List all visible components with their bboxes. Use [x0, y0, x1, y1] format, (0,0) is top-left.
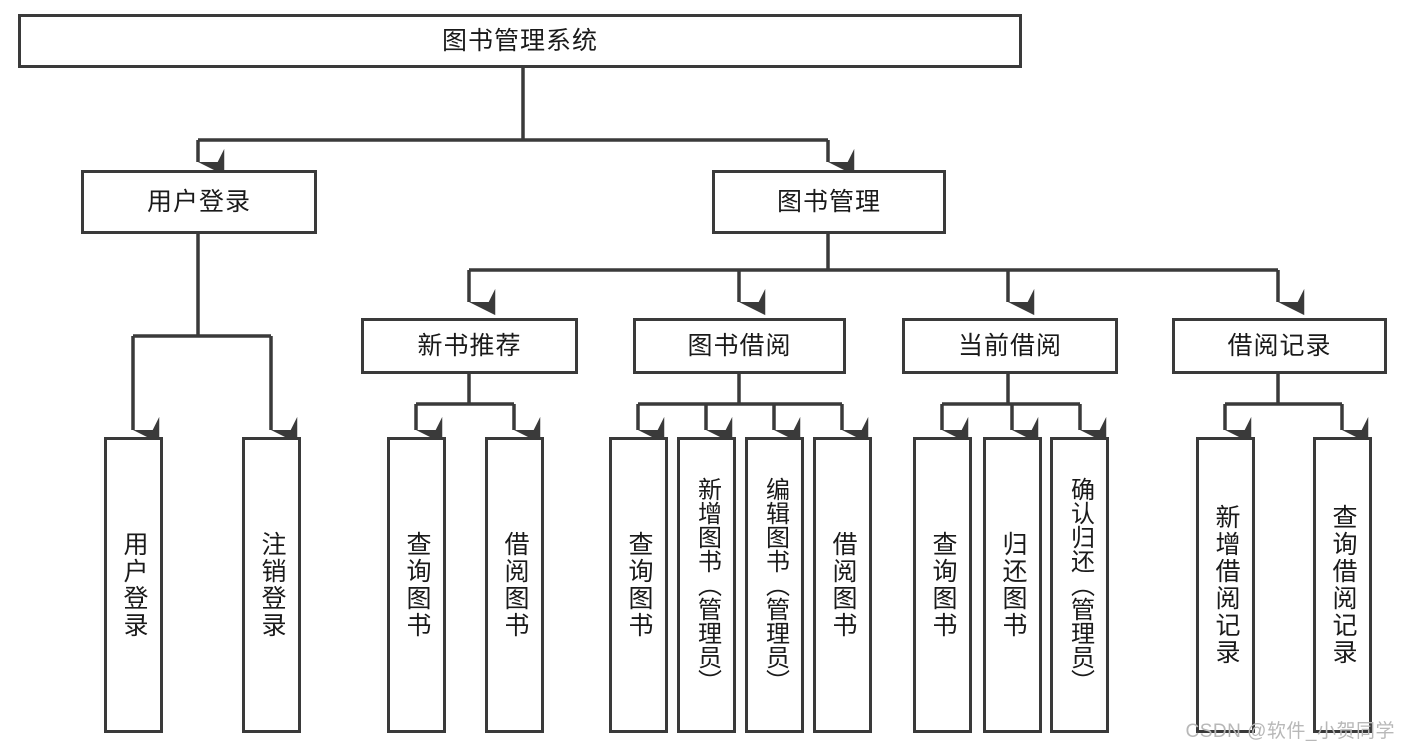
leaf-borrow-book-2[interactable]: 借阅图书	[813, 437, 872, 733]
node-book-manage[interactable]: 图书管理	[712, 170, 946, 234]
node-root[interactable]: 图书管理系统	[18, 14, 1022, 68]
node-book-borrow[interactable]: 图书借阅	[633, 318, 846, 374]
node-current-borrow[interactable]: 当前借阅	[902, 318, 1118, 374]
leaf-query-book-2-label: 查询图书	[625, 531, 653, 639]
leaf-user-login-label: 用户登录	[120, 531, 148, 639]
leaf-confirm-return[interactable]: 确认归还（管理员）	[1050, 437, 1109, 733]
leaf-add-book-label: 新增图书（管理员）	[693, 477, 721, 693]
csdn-watermark: CSDN @软件_小贺同学	[1185, 721, 1395, 742]
node-new-book-recommend-label: 新书推荐	[417, 331, 522, 360]
leaf-add-record-label: 新增借阅记录	[1212, 504, 1240, 666]
leaf-user-logout-label: 注销登录	[258, 531, 286, 639]
leaf-query-book-1[interactable]: 查询图书	[387, 437, 446, 733]
leaf-query-book-3-label: 查询图书	[929, 531, 957, 639]
node-root-label: 图书管理系统	[441, 26, 598, 55]
leaf-add-record[interactable]: 新增借阅记录	[1196, 437, 1255, 733]
leaf-query-record[interactable]: 查询借阅记录	[1313, 437, 1372, 733]
leaf-user-logout[interactable]: 注销登录	[242, 437, 301, 733]
node-current-borrow-label: 当前借阅	[957, 331, 1062, 360]
node-borrow-record[interactable]: 借阅记录	[1172, 318, 1387, 374]
leaf-edit-book-label: 编辑图书（管理员）	[761, 477, 789, 693]
leaf-borrow-book-1[interactable]: 借阅图书	[485, 437, 544, 733]
leaf-query-record-label: 查询借阅记录	[1329, 504, 1357, 666]
leaf-query-book-1-label: 查询图书	[403, 531, 431, 639]
leaf-edit-book[interactable]: 编辑图书（管理员）	[745, 437, 804, 733]
leaf-query-book-2[interactable]: 查询图书	[609, 437, 668, 733]
leaf-user-login[interactable]: 用户登录	[104, 437, 163, 733]
leaf-add-book[interactable]: 新增图书（管理员）	[677, 437, 736, 733]
leaf-return-book[interactable]: 归还图书	[983, 437, 1042, 733]
node-user-login[interactable]: 用户登录	[81, 170, 317, 234]
leaf-query-book-3[interactable]: 查询图书	[913, 437, 972, 733]
node-book-borrow-label: 图书借阅	[687, 331, 792, 360]
leaf-confirm-return-label: 确认归还（管理员）	[1066, 477, 1094, 693]
node-new-book-recommend[interactable]: 新书推荐	[361, 318, 578, 374]
leaf-borrow-book-2-label: 借阅图书	[829, 531, 857, 639]
node-borrow-record-label: 借阅记录	[1227, 331, 1332, 360]
node-user-login-label: 用户登录	[146, 187, 251, 216]
node-book-manage-label: 图书管理	[776, 187, 881, 216]
leaf-borrow-book-1-label: 借阅图书	[501, 531, 529, 639]
leaf-return-book-label: 归还图书	[999, 531, 1027, 639]
